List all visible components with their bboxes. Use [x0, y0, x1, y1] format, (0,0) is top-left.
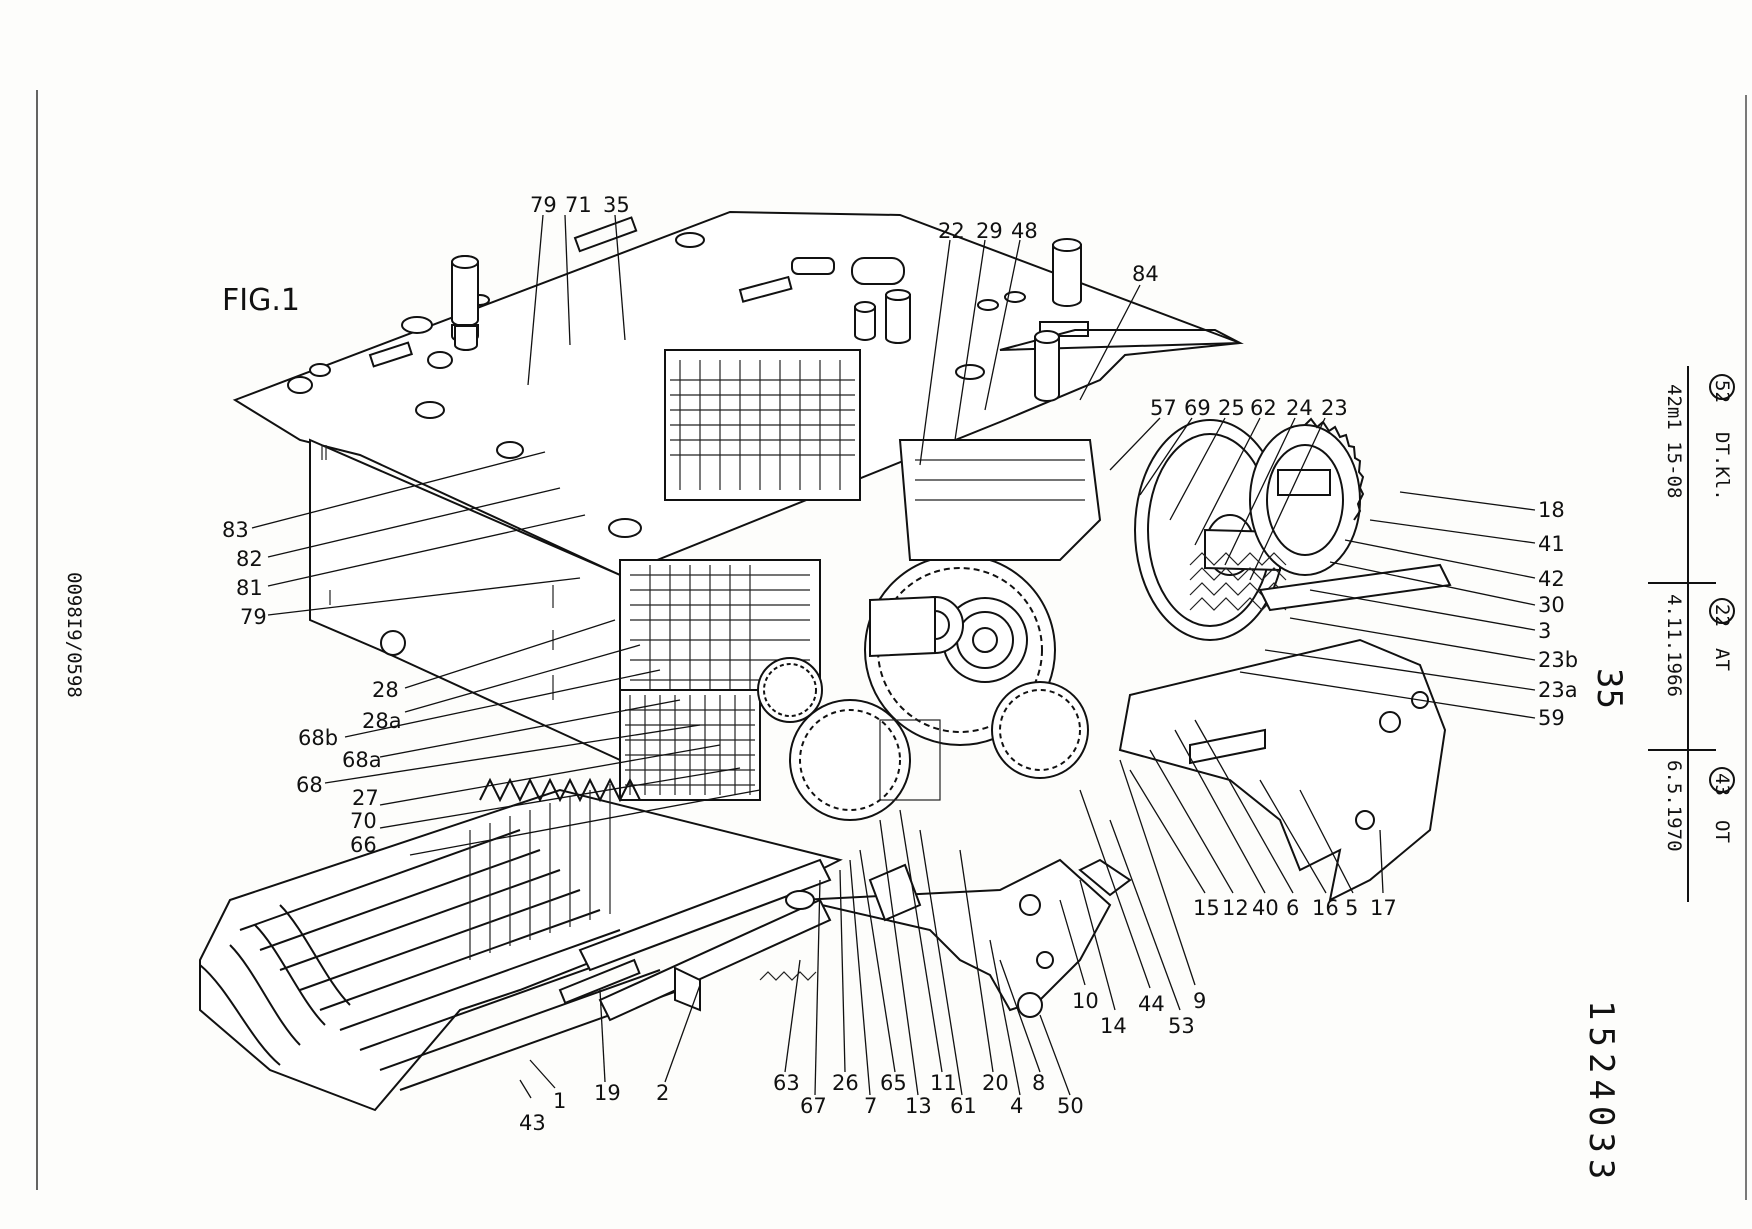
- label-23b: 23b: [1538, 648, 1578, 672]
- label-3: 3: [1538, 619, 1551, 643]
- label-16: 16: [1312, 896, 1339, 920]
- lower-spring-column: [619, 689, 761, 801]
- label-15: 15: [1193, 896, 1220, 920]
- label-24: 24: [1286, 396, 1313, 420]
- label-11: 11: [930, 1071, 957, 1095]
- sheet-page-number: 35: [1589, 668, 1629, 709]
- key-slides: [199, 777, 843, 1112]
- plate-posts: [287, 232, 1082, 538]
- class-circle-43: [1709, 767, 1735, 793]
- label-18: 18: [1538, 498, 1565, 522]
- label-62: 62: [1250, 396, 1277, 420]
- class-circle-52: [1709, 374, 1735, 400]
- main-gear-cluster: [757, 554, 1089, 821]
- label-22: 22: [938, 219, 965, 243]
- document-code: 0098I9/0598: [63, 572, 85, 698]
- label-65: 65: [880, 1071, 907, 1095]
- label-41: 41: [1538, 532, 1565, 556]
- label-79-top: 79: [530, 193, 557, 217]
- label-1: 1: [553, 1089, 566, 1113]
- label-63: 63: [773, 1071, 800, 1095]
- class-circle-22: [1709, 598, 1735, 624]
- classification-block: 52 DT.Kl. 42m1 15-08 22 AT 4.11.1966 43 …: [1648, 366, 1735, 902]
- label-53: 53: [1168, 1014, 1195, 1038]
- label-82: 82: [236, 547, 263, 571]
- label-4: 4: [1010, 1094, 1023, 1118]
- label-6: 6: [1286, 896, 1299, 920]
- right-frame-plate: [1118, 638, 1447, 902]
- label-28: 28: [372, 678, 399, 702]
- label-7: 7: [864, 1094, 877, 1118]
- label-42: 42: [1538, 567, 1565, 591]
- label-20: 20: [982, 1071, 1009, 1095]
- label-68a: 68a: [342, 748, 382, 772]
- callout-labels: 79 71 35 22 29 48 84 57 69 25 62 24 23 1…: [222, 193, 1578, 1135]
- class-circle-52-text: 52: [1711, 380, 1733, 403]
- label-67: 67: [800, 1094, 827, 1118]
- label-10: 10: [1072, 989, 1099, 1013]
- left-housing: [309, 438, 621, 762]
- class-kind-ot: OT: [1711, 820, 1733, 843]
- class-value-date-at: 4.11.1966: [1663, 594, 1685, 697]
- label-35: 35: [603, 193, 630, 217]
- upper-spring-stack: [664, 349, 861, 501]
- front-arm: [799, 858, 1132, 1018]
- patent-number: 1524033: [1581, 1000, 1621, 1185]
- label-17: 17: [1370, 896, 1397, 920]
- label-5: 5: [1345, 896, 1358, 920]
- label-79-left: 79: [240, 605, 267, 629]
- label-71: 71: [565, 193, 592, 217]
- label-9: 9: [1193, 989, 1206, 1013]
- class-value-date-ot: 6.5.1970: [1663, 760, 1685, 852]
- label-84: 84: [1132, 262, 1159, 286]
- label-48: 48: [1011, 219, 1038, 243]
- label-50: 50: [1057, 1094, 1084, 1118]
- label-66: 66: [350, 833, 377, 857]
- label-12: 12: [1222, 896, 1249, 920]
- class-value-42m1: 42m1 15-08: [1663, 384, 1685, 498]
- label-69: 69: [1184, 396, 1211, 420]
- label-29: 29: [976, 219, 1003, 243]
- label-61: 61: [950, 1094, 977, 1118]
- label-30: 30: [1538, 593, 1565, 617]
- label-43: 43: [519, 1111, 546, 1135]
- label-59: 59: [1538, 706, 1565, 730]
- label-44: 44: [1138, 992, 1165, 1016]
- label-8: 8: [1032, 1071, 1045, 1095]
- class-circle-22-text: 22: [1711, 604, 1733, 627]
- label-83: 83: [222, 518, 249, 542]
- figure-title: FIG.1: [222, 283, 300, 318]
- class-kind-at: AT: [1711, 648, 1733, 671]
- label-26: 26: [832, 1071, 859, 1095]
- label-27: 27: [352, 786, 379, 810]
- mechanism-drawing: [199, 210, 1452, 1112]
- label-2: 2: [656, 1081, 669, 1105]
- label-25: 25: [1218, 396, 1245, 420]
- label-40: 40: [1252, 896, 1279, 920]
- class-kind-dtkl: DT.Kl.: [1711, 432, 1733, 501]
- label-13: 13: [905, 1094, 932, 1118]
- label-81: 81: [236, 576, 263, 600]
- label-23a: 23a: [1538, 678, 1578, 702]
- label-23: 23: [1321, 396, 1348, 420]
- leader-lines: [251, 214, 1536, 1099]
- label-19: 19: [594, 1081, 621, 1105]
- label-28a: 28a: [362, 709, 402, 733]
- class-circle-43-text: 43: [1711, 773, 1733, 796]
- label-70: 70: [350, 809, 377, 833]
- label-14: 14: [1100, 1014, 1127, 1038]
- label-68: 68: [296, 773, 323, 797]
- label-68b: 68b: [298, 726, 338, 750]
- label-57: 57: [1150, 396, 1177, 420]
- right-wheel-assembly: [1134, 417, 1452, 641]
